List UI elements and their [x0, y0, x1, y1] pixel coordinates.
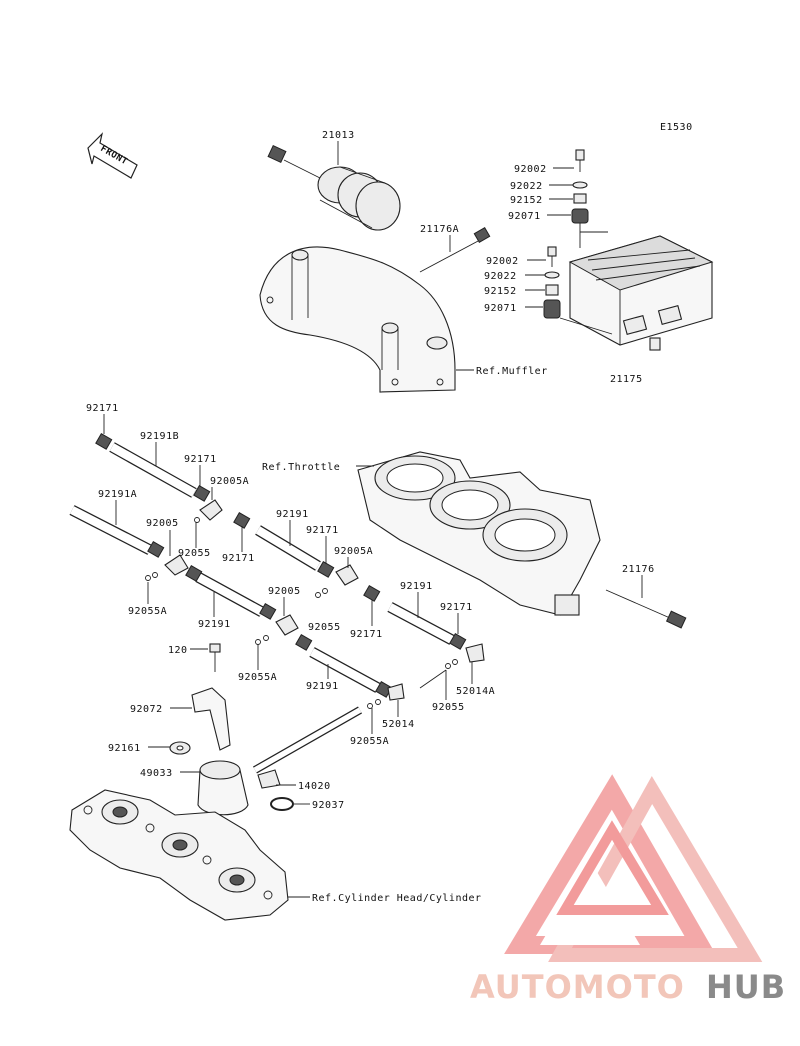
sensor-21176: [605, 589, 687, 629]
diagram-code: E1530: [660, 122, 693, 133]
bolt-120: [209, 643, 221, 672]
ecu-21175: [568, 235, 714, 351]
sensor-21176A: [419, 226, 491, 273]
part-label-92161: 92161: [108, 743, 141, 754]
part-label-92055A-a: 92055A: [128, 606, 167, 617]
part-label-92191B: 92191B: [140, 431, 179, 442]
part-label-52014: 52014: [382, 719, 415, 730]
part-label-92055-b: 92055: [308, 622, 341, 633]
hose-92191-3: [363, 584, 467, 650]
automotohub-logo: [504, 774, 763, 962]
part-label-92005-a: 92005: [146, 518, 179, 529]
part-label-92005A-b: 92005A: [334, 546, 373, 557]
watermark-hub: HUB: [706, 968, 786, 1006]
part-label-21175: 21175: [610, 374, 643, 385]
part-label-92055-a: 92055: [178, 548, 211, 559]
part-label-92191-c: 92191: [400, 581, 433, 592]
part-label-92171-a: 92171: [86, 403, 119, 414]
part-label-92071-lower: 92071: [484, 303, 517, 314]
hose-92191B: [95, 432, 211, 502]
part-label-92191-a: 92191: [276, 509, 309, 520]
part-label-92005-b: 92005: [268, 586, 301, 597]
part-label-92171-c: 92171: [222, 553, 255, 564]
housing-49033: [197, 760, 249, 816]
watermark-automoto: AUTOMOTO: [470, 968, 685, 1006]
throttle-body: [357, 451, 601, 616]
part-label-92002-upper: 92002: [514, 164, 547, 175]
hose-92191-2: [185, 564, 277, 620]
part-label-92171-d: 92171: [306, 525, 339, 536]
hose-92191-1: [233, 511, 335, 578]
part-label-21013: 21013: [322, 130, 355, 141]
pipe-14020: [253, 706, 362, 774]
part-label-92072: 92072: [130, 704, 163, 715]
part-label-92171-b: 92171: [184, 454, 217, 465]
part-label-92191-b: 92191: [198, 619, 231, 630]
part-label-92191-d: 92191: [306, 681, 339, 692]
part-label-21176: 21176: [622, 564, 655, 575]
part-label-92152-upper: 92152: [510, 195, 543, 206]
part-label-14020: 14020: [298, 781, 331, 792]
part-label-52014A: 52014A: [456, 686, 495, 697]
muffler: [259, 246, 456, 393]
fitting-52014: [367, 683, 405, 709]
fitting-92005A-2: [315, 564, 359, 598]
part-label-21176A: 21176A: [420, 224, 459, 235]
ref-cylinder: Ref.Cylinder Head/Cylinder: [312, 893, 482, 904]
ref-muffler: Ref.Muffler: [476, 366, 548, 377]
part-label-92055-c: 92055: [432, 702, 465, 713]
fitting-92005-2: [255, 614, 299, 645]
hose-92191A: [69, 505, 165, 558]
part-label-92055A-b: 92055A: [238, 672, 277, 683]
part-label-92171-f: 92171: [440, 602, 473, 613]
part-label-120: 120: [168, 645, 188, 656]
fitting-92005A-1: [194, 499, 223, 523]
ref-throttle: Ref.Throttle: [262, 462, 340, 473]
part-label-92071-upper: 92071: [508, 211, 541, 222]
mount-hardware-upper: [571, 149, 608, 248]
part-label-49033: 49033: [140, 768, 173, 779]
part-label-92152-lower: 92152: [484, 286, 517, 297]
front-arrow-icon: FRONT: [87, 132, 138, 179]
part-label-92191A: 92191A: [98, 489, 137, 500]
sensor-21013: [267, 144, 401, 231]
part-label-92037: 92037: [312, 800, 345, 811]
part-label-92005A-a: 92005A: [210, 476, 249, 487]
cylinder-head: [69, 789, 289, 921]
part-label-92002-lower: 92002: [486, 256, 519, 267]
hose-92191-4: [295, 633, 393, 698]
part-label-92171-e: 92171: [350, 629, 383, 640]
fitting-52014A: [445, 643, 485, 669]
bracket-92072: [191, 687, 231, 751]
part-label-92022-lower: 92022: [484, 271, 517, 282]
fitting-92005-1: [145, 554, 189, 581]
part-label-92055A-c: 92055A: [350, 736, 389, 747]
part-label-92022-upper: 92022: [510, 181, 543, 192]
mount-hardware-lower: [543, 246, 613, 335]
clamp-92037: [270, 797, 294, 811]
washer-92161: [169, 741, 191, 755]
